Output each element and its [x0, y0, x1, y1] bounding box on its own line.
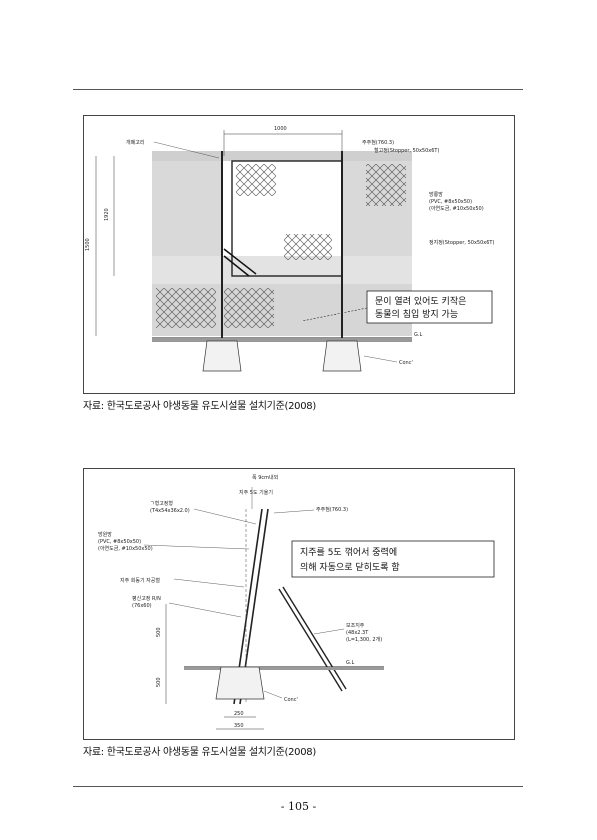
- label-mesh-3: (아연도금, #10x50x50): [429, 205, 484, 212]
- label-mesh-3: (아연도금, #10x50x50): [98, 545, 153, 552]
- dimension-width: 1000: [274, 126, 287, 132]
- label-frame-2: (T4x54x36x2.0): [150, 508, 190, 514]
- callout-box: [366, 290, 493, 324]
- label-conc: Conc': [399, 360, 413, 366]
- label-support-1: 보조지주: [346, 622, 365, 629]
- dimension-500-top: 500: [156, 627, 162, 637]
- label-bolt-2: (76x60): [132, 603, 152, 609]
- mesh-patch: [156, 288, 216, 328]
- dimension-250: 250: [234, 711, 244, 717]
- label-hinge: 지주 회동기 자공철: [120, 577, 160, 584]
- dimension-height-1920: 1920: [104, 208, 110, 221]
- figure-1-caption: 자료: 한국도로공사 야생동물 유도시설물 설치기준(2008): [83, 401, 316, 412]
- label-gate-hinge: 개폐고리: [126, 139, 144, 146]
- figure-gate-front-view: 1000 1500 1920 개폐고리 주주첨(760.3) 철고정(Stopp…: [83, 115, 515, 394]
- label-gl: G.L: [414, 332, 422, 338]
- label-support-3: (L=1,300, 2개): [346, 636, 382, 643]
- page-number: - 105 -: [280, 800, 317, 813]
- callout-box: [291, 540, 495, 578]
- bottom-rule: [73, 786, 523, 787]
- label-angle-post: 지주 5도 기울기: [239, 489, 273, 496]
- dimension-height-1500: 1500: [85, 238, 91, 251]
- support-brace: [278, 588, 343, 692]
- label-mesh-1: 방원망: [98, 531, 112, 538]
- label-post: 주주첨(760.3): [362, 140, 394, 146]
- label-frame-1: ㄱ형고정형: [150, 500, 173, 507]
- label-top-width: 폭 9cm내외: [252, 474, 278, 481]
- gate-side-drawing: 폭 9cm내외 지주 5도 기울기 주주첨(760.3) ㄱ형고정형 (T4x5…: [98, 474, 495, 730]
- label-gl: G.L: [346, 660, 354, 666]
- label-mesh-2: (PVC, #8x50x50): [98, 539, 141, 545]
- label-mesh-2: (PVC, #8x50x50): [429, 199, 472, 205]
- label-bolt-1: 평신고정 R/N: [132, 595, 161, 602]
- mesh-patch: [284, 234, 332, 260]
- figure-2-caption: 자료: 한국도로공사 야생동물 유도시설물 설치기준(2008): [83, 747, 316, 758]
- label-conc: Conc': [284, 697, 298, 703]
- footing: [215, 666, 265, 700]
- gate-front-drawing: 1000 1500 1920 개폐고리 주주첨(760.3) 철고정(Stopp…: [85, 126, 494, 372]
- label-stopper-bottom: 정지정(Stopper, 50x50x6T): [429, 239, 494, 246]
- top-rule: [73, 89, 523, 90]
- callout-line-2: 의해 자동으로 닫히도록 함: [300, 561, 400, 573]
- mesh-patch: [366, 164, 406, 206]
- footing-right: [322, 340, 362, 372]
- figure-gate-side-view: 폭 9cm내외 지주 5도 기울기 주주첨(760.3) ㄱ형고정형 (T4x5…: [83, 468, 515, 740]
- mesh-patch: [236, 164, 276, 196]
- label-stopper-top: 철고정(Stopper, 50x50x6T): [374, 147, 439, 154]
- callout-line-1: 문이 열려 있어도 키작은: [375, 295, 466, 307]
- label-post: 주주첨(760.3): [316, 507, 348, 513]
- dimension-350: 350: [234, 723, 244, 729]
- callout-line-1: 지주를 5도 꺾어서 중력에: [300, 546, 397, 558]
- callout-line-2: 동물의 침입 방지 가능: [375, 308, 458, 320]
- label-support-2: (48x2.3T: [346, 630, 369, 636]
- label-mesh-1: 방룡망: [429, 191, 443, 198]
- footing-left: [202, 340, 242, 372]
- dimension-500-bottom: 500: [156, 677, 162, 687]
- mesh-patch: [224, 288, 274, 328]
